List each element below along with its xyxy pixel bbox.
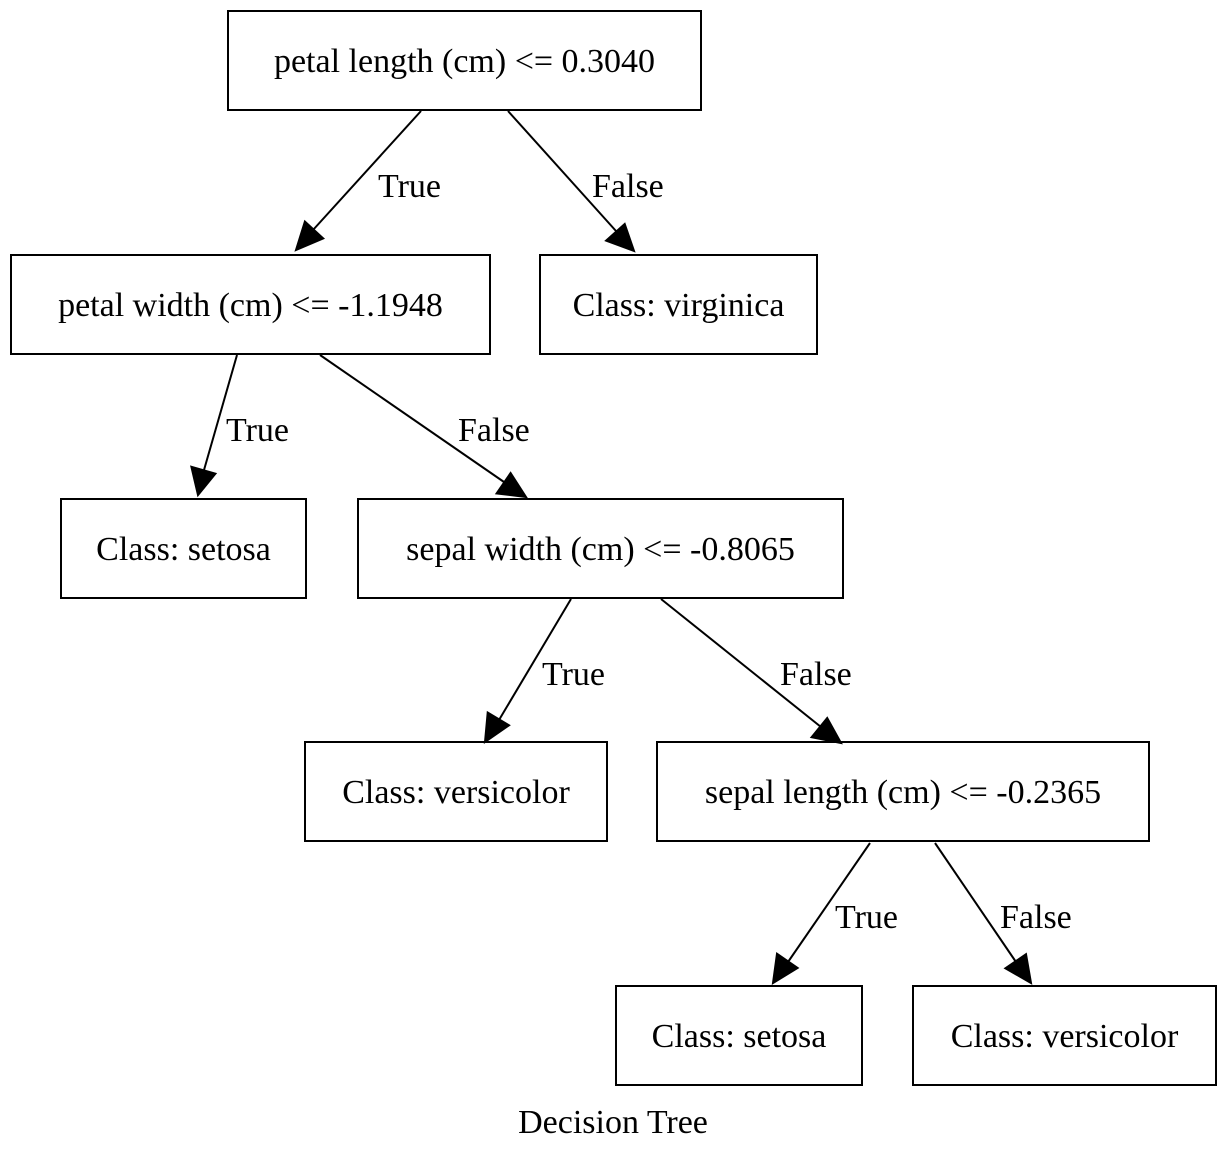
edge-root-true: True: [294, 110, 441, 252]
leaf-setosa-1: Class: setosa: [60, 498, 307, 599]
leaf-setosa-2: Class: setosa: [615, 985, 863, 1086]
edge-sepal-length-true: True: [771, 842, 898, 985]
node-sepal-width-label: sepal width (cm) <= -0.8065: [406, 531, 795, 568]
node-petal-width: petal width (cm) <= -1.1948: [10, 254, 491, 355]
node-sepal-length: sepal length (cm) <= -0.2365: [656, 741, 1150, 842]
edge-petal-width-false-label: False: [458, 412, 530, 449]
edge-sepal-length-true-label: True: [835, 899, 898, 936]
node-sepal-length-label: sepal length (cm) <= -0.2365: [705, 774, 1101, 811]
node-root: petal length (cm) <= 0.3040: [227, 10, 702, 111]
edge-sepal-width-true-label: True: [542, 656, 605, 693]
edge-root-false: False: [507, 110, 664, 253]
edge-petal-width-true: True: [190, 354, 289, 498]
edge-root-true-label: True: [378, 168, 441, 205]
edge-petal-width-true-label: True: [226, 412, 289, 449]
leaf-setosa-1-label: Class: setosa: [96, 531, 271, 568]
node-root-label: petal length (cm) <= 0.3040: [274, 43, 655, 80]
edge-sepal-length-false: False: [934, 842, 1072, 985]
leaf-versicolor-2-label: Class: versicolor: [951, 1018, 1179, 1055]
leaf-versicolor-1-label: Class: versicolor: [342, 774, 570, 811]
leaf-setosa-2-label: Class: setosa: [652, 1018, 827, 1055]
edge-sepal-width-false-label: False: [780, 656, 852, 693]
leaf-virginica: Class: virginica: [539, 254, 818, 355]
node-sepal-width: sepal width (cm) <= -0.8065: [357, 498, 844, 599]
diagram-caption: Decision Tree: [518, 1104, 708, 1141]
leaf-virginica-label: Class: virginica: [573, 287, 785, 324]
edge-sepal-width-true: True: [483, 598, 605, 745]
leaf-versicolor-2: Class: versicolor: [912, 985, 1217, 1086]
edge-sepal-width-false: False: [660, 598, 852, 745]
node-petal-width-label: petal width (cm) <= -1.1948: [58, 287, 443, 324]
edge-petal-width-false: False: [319, 354, 530, 499]
edge-root-false-label: False: [592, 168, 664, 205]
leaf-versicolor-1: Class: versicolor: [304, 741, 608, 842]
edge-sepal-length-false-label: False: [1000, 899, 1072, 936]
